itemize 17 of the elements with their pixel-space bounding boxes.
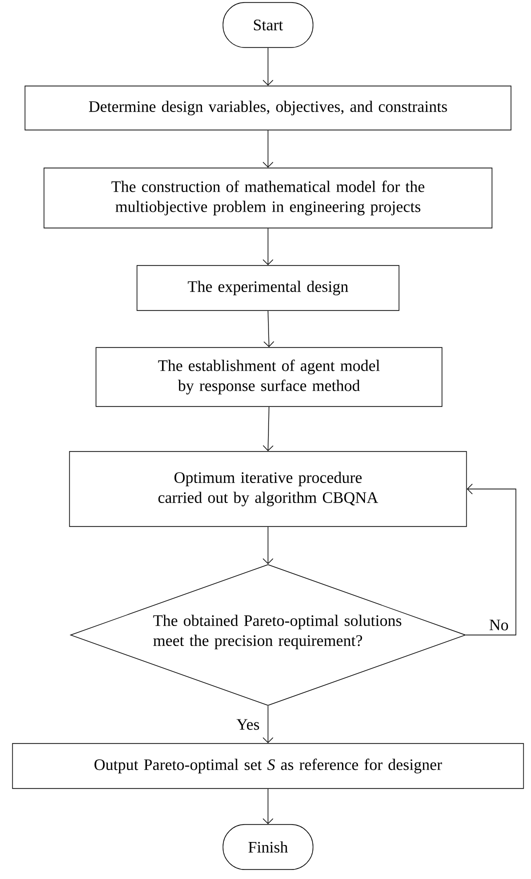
- process-box: The construction of mathematical model for the multiobjective problem in engineering projects: [44, 168, 492, 228]
- process-box: The establishment of agent model by response surface method: [96, 347, 442, 407]
- arrow: [262, 526, 274, 564]
- arrow: [262, 706, 274, 744]
- process-box: Output Pareto-optimal set S as reference for designer: [12, 743, 524, 789]
- arrow: [262, 228, 274, 266]
- process-box: Optimum iterative procedure carried out by algorithm CBQNA: [69, 451, 467, 527]
- arrow: [264, 310, 274, 348]
- arrow: [262, 788, 274, 824]
- arrow: [262, 406, 274, 452]
- arrow: [262, 130, 274, 168]
- process-box: The experimental design: [136, 265, 400, 311]
- arrow: [466, 484, 516, 636]
- edge-label: Yes: [235, 718, 261, 731]
- arrow: [262, 48, 274, 86]
- edge-label: No: [488, 618, 510, 632]
- process-box: Determine design variables, objectives, and constraints: [24, 86, 512, 130]
